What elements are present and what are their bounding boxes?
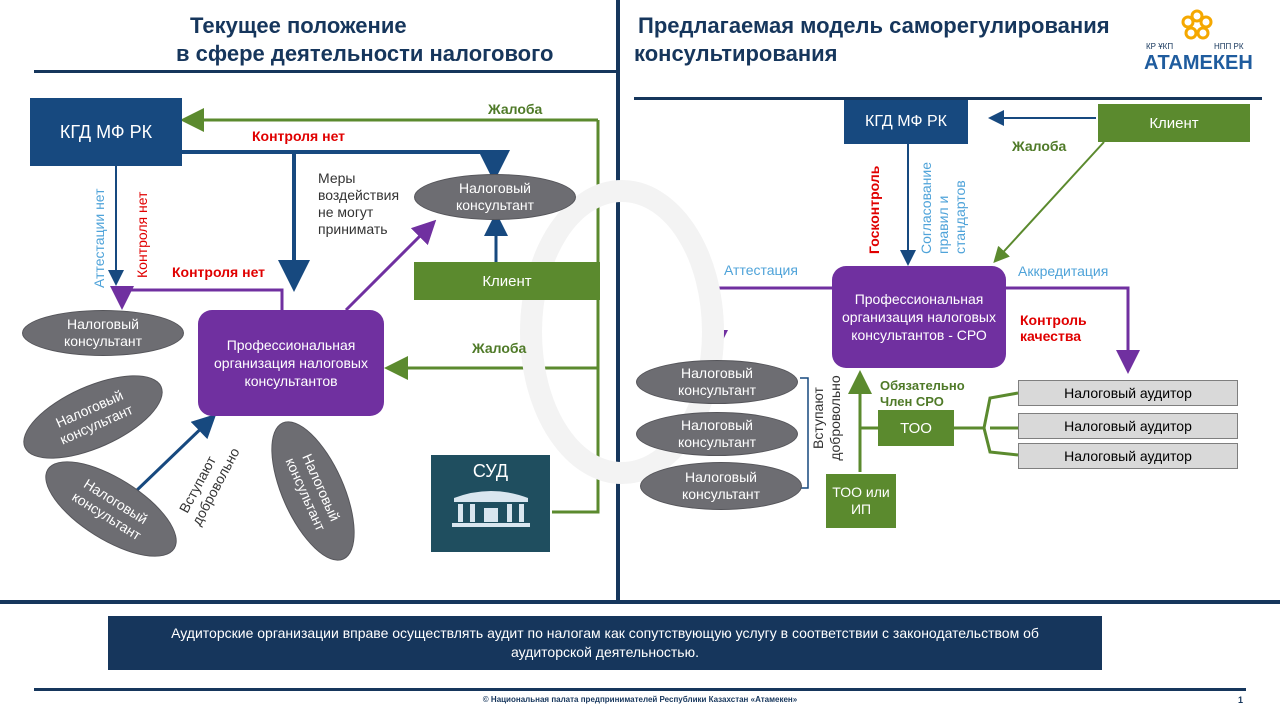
title-underline-right — [634, 97, 1262, 100]
left-title-line1: Текущее положение — [190, 13, 407, 38]
tax-consultant-right-1[interactable]: Налоговый консультант — [636, 360, 798, 404]
quality-control-label: Контроль качества — [1020, 312, 1087, 344]
no-control-label-vert: Контроля нет — [134, 191, 150, 278]
kgd-box-right[interactable]: КГД МФ РК — [844, 100, 968, 144]
gos-control-label: Госконтроль — [866, 165, 882, 254]
accreditation-label: Аккредитация — [1018, 263, 1109, 279]
footer-copyright: © Национальная палата предпринимателей Р… — [482, 695, 798, 704]
client-box-left[interactable]: Клиент — [414, 262, 600, 300]
mandatory-member-label: Обязательно Член СРО — [880, 378, 965, 409]
tax-consultant-top[interactable]: Налоговый консультант — [414, 174, 576, 220]
attestation-label: Аттестация — [724, 262, 798, 278]
diagram-connectors — [108, 108, 1140, 514]
too-box[interactable]: ТОО — [878, 410, 954, 446]
logo-name: АТАМЕКЕН — [1144, 52, 1253, 74]
tax-auditor-1[interactable]: Налоговый аудитор — [1018, 380, 1238, 406]
court-box[interactable]: СУД — [431, 455, 550, 552]
sro-box[interactable]: Профессиональная организация налоговых к… — [832, 266, 1006, 368]
page-number: 1 — [1238, 695, 1244, 705]
no-control-label-top: Контроля нет — [252, 128, 346, 144]
section-divider — [0, 600, 1280, 604]
complaint-label-mid: Жалоба — [472, 340, 527, 356]
no-attestation-label: Аттестации нет — [91, 188, 107, 288]
courthouse-icon — [451, 491, 530, 527]
tax-auditor-2[interactable]: Налоговый аудитор — [1018, 413, 1238, 439]
no-control-label-mid: Контроля нет — [172, 264, 266, 280]
right-title-line2: консультирования — [634, 41, 838, 66]
title-underline-left — [34, 70, 616, 73]
measures-label: Меры воздействия не могут принимать — [318, 170, 400, 237]
join-voluntary-label-right: Вступают добровольно — [810, 375, 843, 461]
complaint-label-top: Жалоба — [488, 101, 543, 117]
professional-organization-box[interactable]: Профессиональная организация налоговых к… — [198, 310, 384, 416]
too-or-ip-box[interactable]: ТОО или ИП — [826, 474, 896, 528]
kgd-box[interactable]: КГД МФ РК — [30, 98, 182, 166]
client-box-right[interactable]: Клиент — [1098, 104, 1250, 142]
tax-consultant-right-3[interactable]: Налоговый консультант — [640, 462, 802, 510]
logo-top-left-text: КР ҰКП — [1146, 42, 1174, 51]
tax-consultant-left[interactable]: Налоговый консультант — [22, 310, 184, 356]
left-title-line2: в сфере деятельности налогового — [176, 41, 554, 66]
complaint-label-right: Жалоба — [1012, 138, 1067, 154]
court-label: СУД — [472, 461, 509, 481]
logo-top-right-text: НПП РК — [1214, 42, 1244, 51]
right-title-line1: Предлагаемая модель саморегулирования — [638, 13, 1110, 38]
tax-auditor-3[interactable]: Налоговый аудитор — [1018, 443, 1238, 469]
bottom-note-box: Аудиторские организации вправе осуществл… — [108, 616, 1102, 670]
footer-line — [34, 688, 1246, 691]
atameken-logo-icon — [1181, 9, 1213, 40]
atameken-logo: КР ҰКП НПП РК АТАМЕКЕН — [1142, 8, 1253, 74]
tax-consultant-right-2[interactable]: Налоговый консультант — [636, 412, 798, 456]
agreement-label: Согласование правил и стандартов — [918, 162, 968, 254]
